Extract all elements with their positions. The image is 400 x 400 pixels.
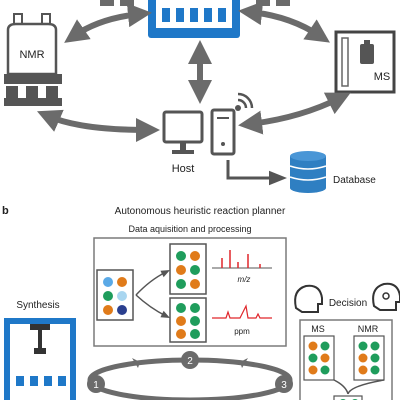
cropped-arrow-stub [256, 0, 270, 6]
computer-monitor-icon [162, 110, 204, 154]
cycle-step-3-label: 3 [281, 380, 287, 391]
merge-arrow [333, 379, 385, 395]
synthesis-label: Synthesis [16, 300, 59, 311]
cycle-arrowhead [132, 358, 140, 368]
ms-result-grid [169, 243, 207, 295]
ms-instrument-icon: MS [334, 30, 396, 94]
cycle-arrowhead [240, 358, 248, 368]
synthesis-robot-icon [148, 0, 240, 38]
decision-ms-grid [303, 335, 335, 381]
human-head-icon [294, 284, 323, 313]
nmr-robot-arrow [64, 3, 152, 43]
host-database-arrow [226, 160, 287, 186]
database-icon [289, 151, 327, 193]
wifi-icon [235, 92, 254, 111]
sample-grid [96, 269, 134, 321]
robot-head-icon [372, 282, 400, 311]
cycle-step-1: 1 [87, 375, 105, 393]
ms-label: MS [374, 71, 391, 83]
decision-merged-grid [333, 395, 363, 400]
nmr-host-arrow [37, 109, 160, 142]
processing-title: Data aquisition and processing [128, 224, 251, 234]
cycle-step-1-label: 1 [93, 380, 99, 391]
cycle-step-3: 3 [275, 375, 293, 393]
nmr-label: NMR [19, 49, 44, 61]
cropped-arrow-stub [100, 0, 114, 6]
decision-label: Decision [329, 298, 367, 309]
decision-ms-label: MS [311, 324, 325, 334]
robot-ms-arrow [238, 1, 330, 43]
nmr-axis-label: ppm [234, 327, 250, 336]
to-nmr-grid-arrow [135, 294, 171, 319]
panel-b-letter: b [2, 205, 9, 217]
panel-b-title: Autonomous heuristic reaction planner [115, 206, 286, 217]
nmr-result-grid [169, 297, 207, 343]
host-label: Host [172, 163, 195, 175]
panel-a: NMR MS Host [4, 0, 396, 193]
decision-nmr-label: NMR [358, 324, 379, 334]
ms-axis-label: m/z [238, 275, 251, 284]
ms-host-arrow [238, 92, 351, 135]
panel-b: b Autonomous heuristic reaction planner … [2, 205, 400, 400]
cycle-step-2-label: 2 [187, 356, 193, 367]
to-ms-grid-arrow [135, 269, 171, 296]
database-label: Database [333, 175, 376, 186]
nmr-spectrum: ppm [212, 304, 272, 336]
computer-tower-icon [210, 108, 236, 156]
nmr-magnet-icon: NMR [4, 13, 62, 106]
cropped-arrow-stub [276, 0, 290, 6]
synthesis-robot-icon [4, 318, 76, 400]
cropped-arrow-stub [120, 0, 134, 6]
decision-nmr-grid [353, 335, 385, 381]
ms-spectrum: m/z [212, 250, 272, 284]
cycle-step-2: 2 [181, 351, 199, 369]
